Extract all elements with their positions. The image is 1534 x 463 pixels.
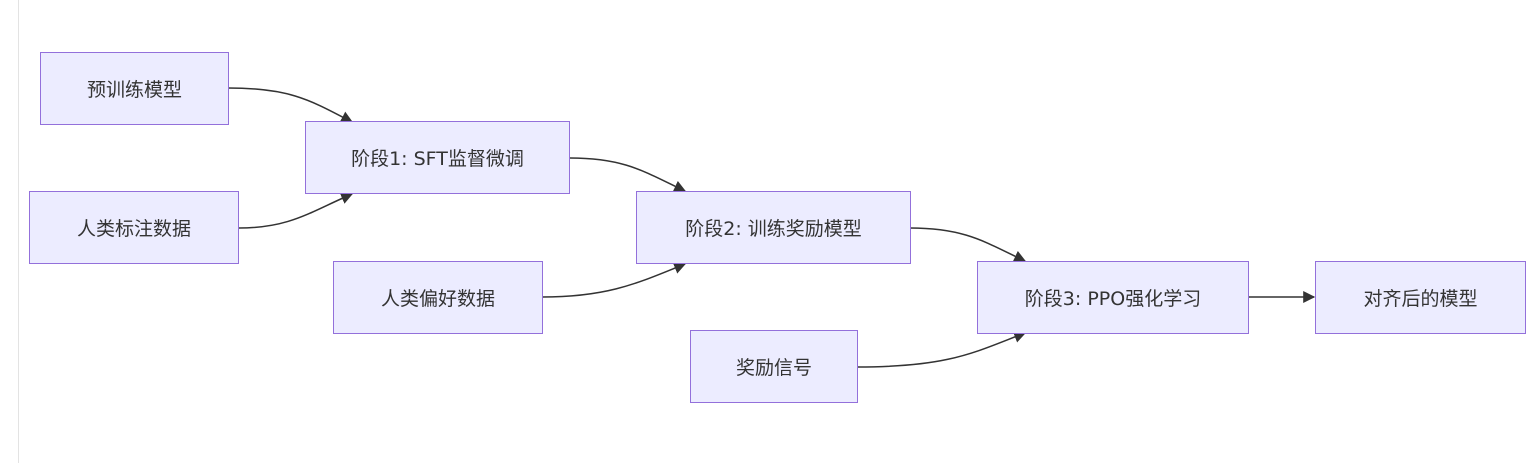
node-label: 阶段2: 训练奖励模型: [685, 218, 862, 240]
node-label: 人类偏好数据: [380, 288, 495, 310]
edge-pretrained-to-stage1: [227, 87, 354, 123]
edge-reward-to-stage3: [856, 331, 1027, 368]
edge-human-pref-to-stage2: [541, 262, 687, 298]
node-stage1-sft[interactable]: 阶段1: SFT监督微调: [305, 121, 570, 194]
node-label: 人类标注数据: [76, 218, 191, 240]
node-label: 阶段3: PPO强化学习: [1024, 288, 1202, 310]
left-border-line: [18, 0, 19, 463]
node-stage2-reward-model[interactable]: 阶段2: 训练奖励模型: [636, 191, 911, 264]
node-aligned-model[interactable]: 对齐后的模型: [1315, 261, 1526, 334]
node-reward-signal[interactable]: 奖励信号: [690, 330, 858, 403]
node-stage3-ppo[interactable]: 阶段3: PPO强化学习: [977, 261, 1249, 334]
node-label: 奖励信号: [735, 357, 812, 379]
node-label: 预训练模型: [86, 79, 182, 101]
edge-stage1-to-stage2: [569, 157, 687, 192]
node-pretrained-model[interactable]: 预训练模型: [40, 52, 229, 125]
node-human-preference-data[interactable]: 人类偏好数据: [333, 261, 543, 334]
node-label: 阶段1: SFT监督微调: [351, 148, 524, 170]
edge-human-labels-to-stage1: [238, 192, 354, 229]
edge-stage2-to-stage3: [909, 227, 1027, 262]
node-human-labeled-data[interactable]: 人类标注数据: [29, 191, 239, 264]
node-label: 对齐后的模型: [1363, 288, 1478, 310]
